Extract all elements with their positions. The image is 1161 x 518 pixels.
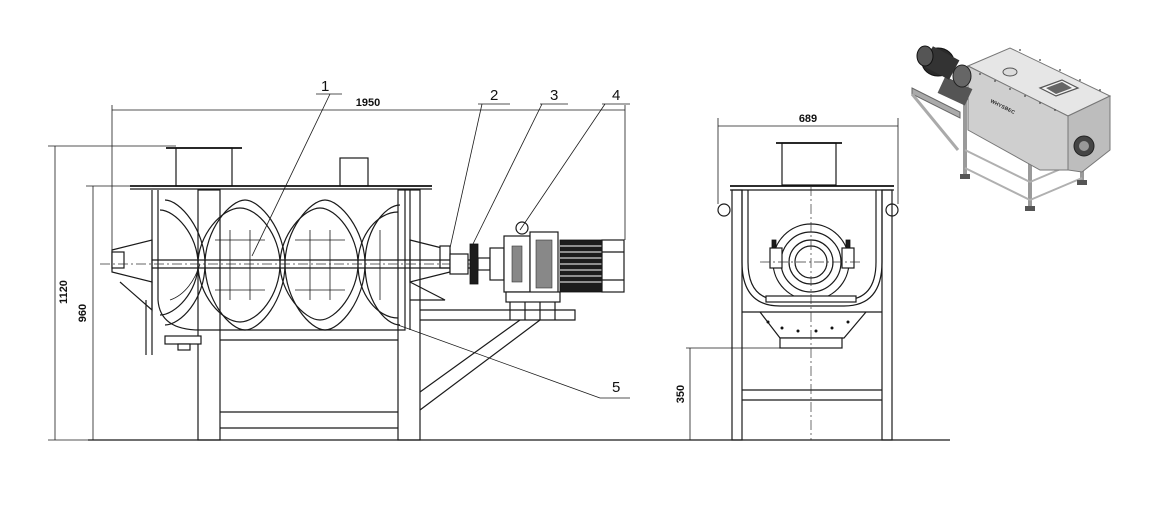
svg-text:3: 3 [550,87,558,104]
svg-text:689: 689 [799,113,817,125]
ribbon-agitator [159,199,401,331]
dim-trough-height: 960 [77,185,152,440]
callout-1: 1 [251,78,342,257]
svg-text:5: 5 [612,379,620,396]
callout-4: 4 [519,87,630,231]
front-view: 1950 1120 960 1 2 3 [48,78,950,441]
svg-text:2: 2 [490,87,498,104]
electric-motor [559,239,625,293]
callout-2: 2 [449,87,510,249]
dim-overall-length: 1950 [111,97,626,250]
callout-3: 3 [469,87,568,251]
svg-text:960: 960 [77,304,89,322]
dim-outlet-height: 350 [675,347,780,440]
dim-side-width: 689 [717,113,899,204]
svg-text:1: 1 [321,78,329,95]
callout-5: 5 [397,324,630,399]
svg-text:350: 350 [675,385,687,403]
side-view: 689 350 [675,113,899,441]
blender-3d-render: WHYSBEC [910,45,1112,211]
gear-reducer [489,221,561,303]
dim-overall-height: 1120 [48,145,176,441]
svg-text:1120: 1120 [58,280,70,304]
svg-text:1950: 1950 [356,97,380,109]
svg-text:4: 4 [612,87,620,104]
